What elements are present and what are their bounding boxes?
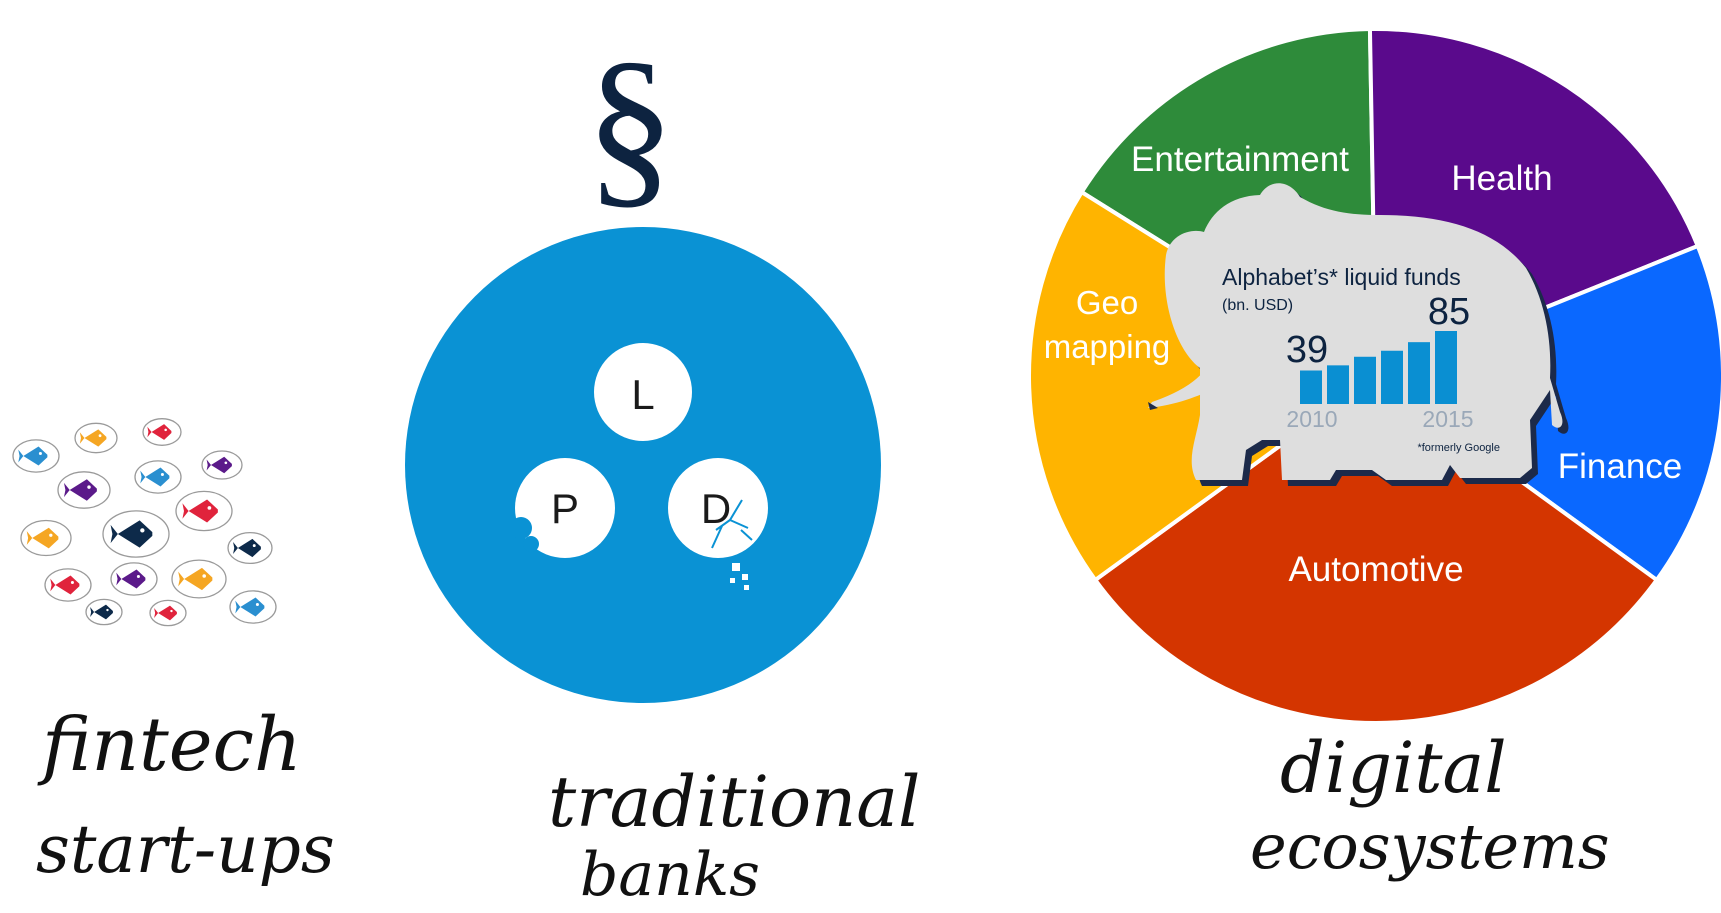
bank-circle <box>405 227 881 703</box>
fish-icon <box>229 590 277 624</box>
bar-2010 <box>1300 370 1322 404</box>
banks-caption-line2: banks <box>580 840 760 910</box>
bar-2014 <box>1408 342 1430 404</box>
chart-title: Alphabet’s* liquid funds <box>1222 264 1461 290</box>
fish-icon <box>227 531 273 565</box>
fish-icon <box>149 599 187 627</box>
tick-label-last: 2015 <box>1422 406 1473 432</box>
tick-label-first: 2010 <box>1286 406 1337 432</box>
elephant-icon <box>1148 183 1569 486</box>
fintech-caption-line2: start-ups <box>36 811 335 888</box>
segment-label-finance: Finance <box>1558 447 1683 486</box>
segment-label-automotive: Automotive <box>1288 550 1463 589</box>
segment-label-geo: Geo <box>1076 284 1138 321</box>
fish-icon <box>74 422 118 454</box>
bubble-p <box>510 458 615 558</box>
fish-icon <box>171 559 227 599</box>
chart-bars <box>1300 331 1457 404</box>
banks-caption-line1: traditional <box>548 761 920 843</box>
ecosystems-caption-line2: ecosystems <box>1250 810 1610 883</box>
fish-icon <box>175 490 233 532</box>
fish-icon <box>201 450 243 480</box>
value-label-last: 85 <box>1428 291 1470 333</box>
fish-icon <box>20 519 72 557</box>
bar-2013 <box>1381 350 1403 404</box>
segment-label-mapping: mapping <box>1044 328 1171 365</box>
fish-icon <box>12 439 60 473</box>
chart-footnote: *formerly Google <box>1417 442 1500 454</box>
bar-2012 <box>1354 356 1376 404</box>
fish-icon <box>44 568 92 602</box>
fish-icon <box>102 510 170 558</box>
pie-segment-finance <box>1371 243 1721 583</box>
ecosystems-caption-line1: digital <box>1280 727 1507 809</box>
fish-icon <box>85 598 123 626</box>
value-label-first: 39 <box>1286 329 1328 371</box>
bar-2015 <box>1435 331 1457 404</box>
bar-2011 <box>1327 365 1349 404</box>
paragraph-symbol-icon: § <box>585 25 675 224</box>
fish-icon <box>110 562 158 596</box>
segment-label-health: Health <box>1451 159 1552 198</box>
bubble-l <box>594 343 692 441</box>
fintech-caption-line1: fintech <box>37 702 302 788</box>
fish-icon <box>134 460 182 494</box>
chart-subtitle: (bn. USD) <box>1222 297 1293 314</box>
bubble-d-label: D <box>701 485 731 532</box>
bubble-l-label: L <box>631 371 654 418</box>
fish-icon <box>57 471 111 509</box>
fish-icon <box>142 418 182 446</box>
fintech-fish-school <box>12 418 277 627</box>
bubble-p-label: P <box>551 485 579 532</box>
crack-icon <box>711 499 753 549</box>
pie-segment-automotive <box>1092 373 1660 725</box>
crumbs-icon <box>730 563 749 590</box>
segment-label-entertainment: Entertainment <box>1131 140 1349 179</box>
